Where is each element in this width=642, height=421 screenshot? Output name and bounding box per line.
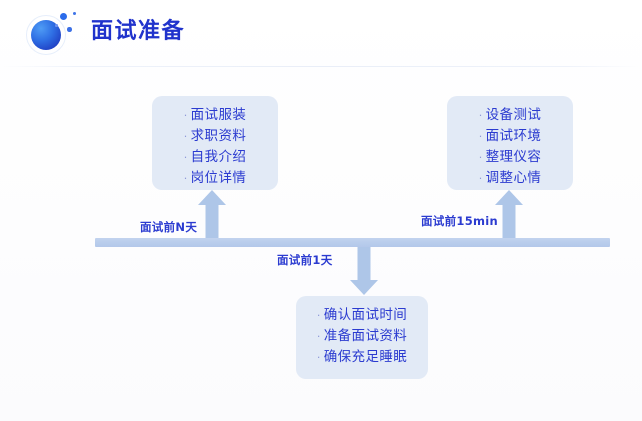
- list-item: ·自我介绍: [152, 147, 278, 168]
- list-item: ·调整心情: [447, 168, 573, 189]
- bullet-icon: ·: [316, 351, 321, 364]
- list-item-label: 准备面试资料: [323, 328, 408, 344]
- arrow-down-icon-middle: [350, 245, 378, 295]
- list-item-label: 面试服装: [190, 107, 247, 123]
- bullet-icon: ·: [183, 151, 188, 164]
- bullet-icon: ·: [316, 330, 321, 343]
- list-item-label: 求职资料: [190, 128, 247, 144]
- logo-dot-large-icon: [60, 13, 67, 20]
- timeline-label-pre-1-day: 面试前1天: [277, 253, 333, 267]
- info-box-pre-n-days: ·面试服装 ·求职资料 ·自我介绍 ·岗位详情: [152, 96, 278, 190]
- bullet-icon: ·: [478, 109, 483, 122]
- logo-dot-tiny-icon: [55, 24, 58, 27]
- brand-logo: [22, 10, 80, 58]
- list-item: ·岗位详情: [152, 168, 278, 189]
- list-item: ·求职资料: [152, 126, 278, 147]
- list-item: ·整理仪容: [447, 147, 573, 168]
- list-item-label: 确保充足睡眠: [323, 349, 408, 365]
- arrow-up-icon-left: [198, 190, 226, 244]
- bullet-icon: ·: [183, 109, 188, 122]
- bullet-icon: ·: [478, 151, 483, 164]
- header-divider: [0, 66, 642, 67]
- list-item: ·准备面试资料: [296, 326, 428, 347]
- timeline-label-pre-15-min: 面试前15min: [421, 214, 499, 228]
- list-item-label: 面试环境: [485, 128, 542, 144]
- list-item-label: 设备测试: [485, 107, 542, 123]
- bullet-icon: ·: [183, 130, 188, 143]
- list-item: ·确认面试时间: [296, 305, 428, 326]
- logo-ring-icon: [26, 15, 66, 55]
- arrow-up-icon-right: [495, 190, 523, 244]
- list-item-label: 岗位详情: [190, 170, 247, 186]
- bullet-icon: ·: [478, 172, 483, 185]
- timeline-axis: [95, 238, 610, 247]
- slide-header: 面试准备: [0, 0, 642, 70]
- list-item-label: 整理仪容: [485, 149, 542, 165]
- timeline-label-pre-n-days: 面试前N天: [140, 220, 198, 234]
- info-box-pre-15-min: ·设备测试 ·面试环境 ·整理仪容 ·调整心情: [447, 96, 573, 190]
- list-item-label: 调整心情: [485, 170, 542, 186]
- page-title: 面试准备: [91, 19, 186, 44]
- bullet-icon: ·: [183, 172, 188, 185]
- list-item-label: 自我介绍: [190, 149, 247, 165]
- logo-dot-medium-icon: [67, 27, 72, 32]
- info-box-pre-1-day: ·确认面试时间 ·准备面试资料 ·确保充足睡眠: [296, 296, 428, 379]
- list-item: ·面试环境: [447, 126, 573, 147]
- list-item: ·面试服装: [152, 105, 278, 126]
- bullet-icon: ·: [478, 130, 483, 143]
- list-item: ·确保充足睡眠: [296, 347, 428, 368]
- list-item: ·设备测试: [447, 105, 573, 126]
- logo-dot-small-icon: [73, 12, 76, 15]
- bullet-icon: ·: [316, 309, 321, 322]
- list-item-label: 确认面试时间: [323, 307, 408, 323]
